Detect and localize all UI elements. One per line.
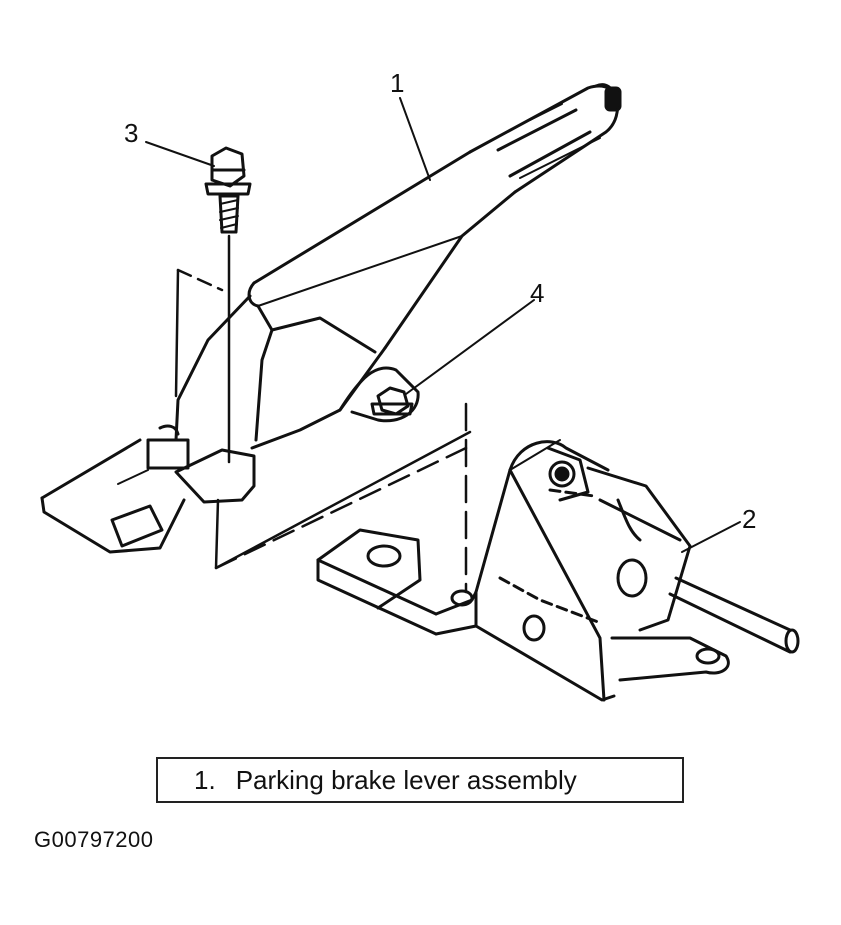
callout-3: 3 [124, 118, 138, 148]
legend-box: 1. Parking brake lever assembly [156, 757, 684, 803]
alignment-lines [174, 268, 472, 594]
nut-4 [370, 386, 414, 416]
legend-label: Parking brake lever assembly [235, 765, 577, 795]
leader-lines [145, 97, 741, 553]
legend-entry: 1. Parking brake lever assembly [194, 765, 577, 796]
callout-2: 2 [742, 504, 756, 534]
lever-base [40, 424, 256, 554]
legend-number: 1. [194, 765, 216, 795]
bolt-3 [204, 146, 252, 464]
brake-lever [174, 83, 622, 450]
figure-id: G00797200 [34, 827, 154, 852]
callout-1: 1 [390, 68, 404, 98]
mounting-bracket [316, 439, 800, 702]
callout-4: 4 [530, 278, 544, 308]
parking-brake-diagram: 1 3 4 2 [40, 68, 800, 702]
